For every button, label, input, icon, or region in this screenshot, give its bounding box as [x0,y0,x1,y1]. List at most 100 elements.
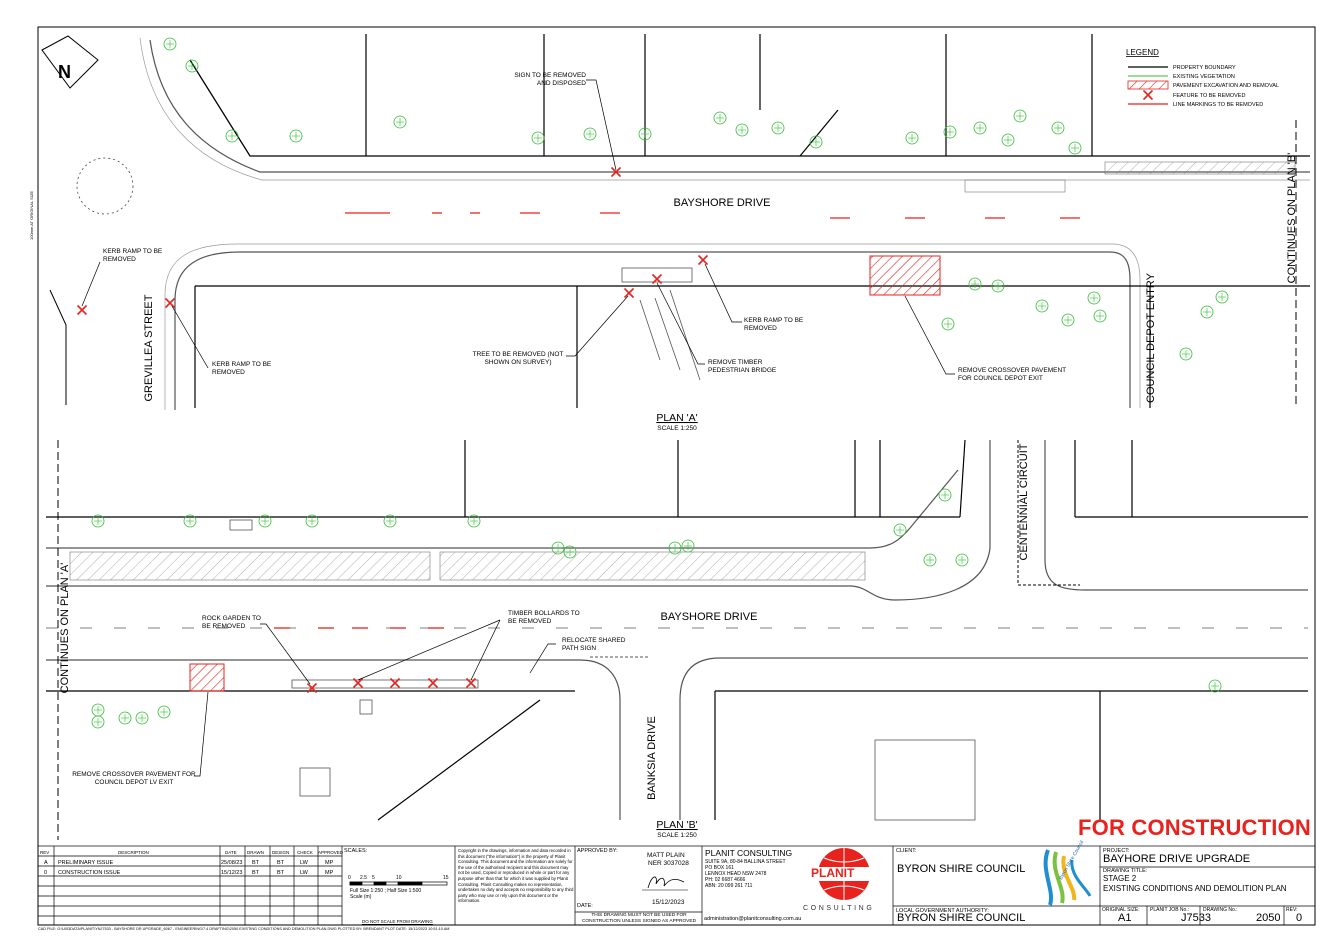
consultant-address: PO BOX 161 [705,865,734,871]
svg-text:N: N [58,62,71,82]
callout-lv-exit: REMOVE CROSSOVER PAVEMENT FOR COUNCIL DE… [72,771,196,786]
drawing-stage: STAGE 2 [1103,874,1137,883]
rev-cell: 0 [44,870,48,876]
title-block [37,845,1316,926]
plan-b-continues: CONTINUES ON PLAN 'A' [59,563,71,694]
scale-tick: 15 [443,875,449,881]
callout-bollards: TIMBER BOLLARDS TO BE REMOVED [508,610,580,625]
scale-tick: 10 [396,875,402,881]
plan-a-street-depot: COUNCIL DEPOT ENTRY [1145,272,1157,403]
approver-name: MATT PLAIN [647,852,685,859]
lga-name: BYRON SHIRE COUNCIL [897,912,1026,924]
plan-a: N [41,34,1310,432]
rev-header: DATE [225,850,237,855]
rev-cell: MP [325,860,334,866]
rev-header: DESCRIPTION [118,850,149,855]
signature-icon [642,876,688,891]
callout-kerb-ramp: KERB RAMP TO BE REMOVED [212,361,272,376]
scale-unit: Scale (m) [350,894,372,900]
project-name: BAYHORE DRIVE UPGRADE [1103,853,1251,865]
plan-a-continues: CONTINUES ON PLAN 'B' [1286,153,1298,284]
planit-logo-text: PLANIT [811,866,855,880]
client-name: BYRON SHIRE COUNCIL [897,863,1026,875]
approval-warning: THIS DRAWING MUST NOT BE USED FOR CONSTR… [581,913,697,924]
legend-item: PAVEMENT EXCAVATION AND REMOVAL [1173,83,1279,89]
callout-rock-garden: ROCK GARDEN TO BE REMOVED [202,615,261,630]
legend-item: LINE MARKINGS TO BE REMOVED [1173,102,1263,108]
rev-label: REV: [1286,907,1298,913]
plan-b-scale: SCALE 1:250 [657,832,697,839]
approved-label: APPROVED BY: [577,848,618,854]
rev-header: REV [40,850,50,855]
legend: LEGEND PROPERTY BOUNDARY EXISTING VEGETA… [1126,48,1279,108]
byron-council-logo-icon [1043,849,1092,906]
drawing-title: EXISTING CONDITIONS AND DEMOLITION PLAN [1103,884,1287,893]
plan-a-road-label: BAYSHORE DRIVE [674,197,771,209]
job-label: PLANIT JOB No.: [1150,907,1190,913]
plan-b-street-banksia: BANKSIA DRIVE [646,716,658,800]
consultant-name: PLANIT CONSULTING [705,848,793,858]
rev-cell: LW [300,870,308,876]
client-label: CLIENT: [896,848,917,854]
date-label: DATE: [577,903,593,909]
lga-label: LOCAL GOVERNMENT AUTHORITY: [896,908,989,914]
consultant-email[interactable]: administration@planitconsulting.com.au [704,916,802,922]
rev-cell: BT [277,870,285,876]
vegetation-b [91,488,1222,729]
consultant-address: SUITE 9A, 80-84 BALLINA STREET [705,859,786,865]
for-construction-stamp: FOR CONSTRUCTION [1078,815,1311,840]
consultant-address: ABN: 20 099 261 711 [705,883,753,889]
callout-kerb-ramp: KERB RAMP TO BE REMOVED [103,248,163,263]
plan-b: BAYSHORE DRIVE CENTENNIAL CIRCUIT BANKSI… [46,439,1308,840]
no-scale-note: DO NOT SCALE FROM DRAWING [362,919,433,924]
legend-title: LEGEND [1126,48,1159,57]
consultant-address: LENNOX HEAD NSW 2478 [705,871,767,877]
plan-b-road-label: BAYSHORE DRIVE [661,611,758,623]
rev-cell: A [44,860,48,866]
scale-note: Full Size 1:250 ; Half Size 1:500 [350,888,422,894]
rev-header: DESIGN [272,850,290,855]
project-label: PROJECT: [1103,848,1130,854]
rev-number: 0 [1296,912,1303,924]
job-number: J7533 [1181,912,1211,924]
rev-cell: LW [300,860,308,866]
callout-crossover: REMOVE CROSSOVER PAVEMENT FOR COUNCIL DE… [958,367,1066,382]
scale-tick: 5 [372,875,375,881]
approval-date: 15/12/2023 [652,899,685,906]
rev-cell: 15/12/23 [221,870,243,876]
rev-cell: BT [252,860,260,866]
plan-a-street-grevillea: GREVILLEA STREET [143,294,155,401]
planit-logo-icon [808,848,880,900]
scale-tick: 0 [348,875,351,881]
rev-cell: MP [325,870,334,876]
scales-label: SCALES: [344,848,368,854]
drawing-title-label: DRAWING TITLE: [1103,868,1148,874]
rev-cell: PRELIMINARY ISSUE [58,860,114,866]
callout-sign: SIGN TO BE REMOVED AND DISPOSED [514,72,586,87]
legend-item: PROPERTY BOUNDARY [1173,65,1236,71]
copyright-text: Copyright in the drawings, information a… [458,848,574,904]
consultant-address: PH: 02 6687 4666 [705,877,746,883]
plan-a-title: PLAN 'A' [656,412,697,424]
original-size: A1 [1118,912,1132,924]
drawing-number: 2050 [1256,912,1281,924]
legend-item: FEATURE TO BE REMOVED [1173,93,1245,99]
side-note: 100mm AT ORIGINAL SIZE [29,191,34,240]
planit-logo-sub: CONSULTING [803,905,875,912]
cad-file-path: CAD FILE: G:\U\03DATA\PLANIT\YNJ7533 - B… [38,927,450,931]
rev-cell: BT [252,870,260,876]
callout-path-sign: RELOCATE SHARED PATH SIGN [562,637,626,652]
north-arrow-icon: N [41,35,99,89]
plan-b-street-centennial: CENTENNIAL CIRCUIT [1018,443,1030,560]
rev-header: CHECK [297,850,313,855]
rev-header: DRAWN [247,850,264,855]
callout-kerb-ramp: KERB RAMP TO BE REMOVED [744,317,804,332]
drawing-no-label: DRAWING No.: [1203,907,1238,913]
plan-b-title: PLAN 'B' [656,819,697,831]
legend-item: EXISTING VEGETATION [1173,74,1235,80]
callout-bridge: REMOVE TIMBER PEDESTRIAN BRIDGE [708,359,777,374]
rev-cell: CONSTRUCTION ISSUE [58,870,121,876]
rev-cell: 25/08/23 [221,860,243,866]
callout-tree: TREE TO BE REMOVED (NOT SHOWN ON SURVEY) [472,351,564,366]
